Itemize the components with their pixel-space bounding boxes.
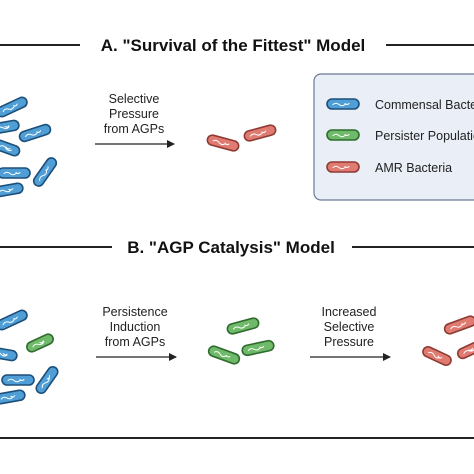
commensal-cluster-a [0, 96, 58, 198]
section-a-arrow-label-1: Selective [109, 92, 160, 106]
commensal-bacterium [0, 139, 21, 157]
commensal-bacterium [0, 96, 28, 118]
commensal-bacterium [0, 309, 28, 331]
amr-cluster-b [422, 315, 474, 367]
commensal-bacterium [1, 374, 35, 386]
commensal-bacterium [0, 119, 20, 135]
section-a-arrow-label-3: from AGPs [104, 122, 164, 136]
amr-bacterium [243, 124, 277, 142]
mixed-cluster-b [0, 309, 59, 405]
persister-bacterium [207, 345, 241, 365]
section-b-arrow2-label-3: Pressure [324, 335, 374, 349]
persister-bacterium [26, 333, 54, 353]
amr-bacterium [456, 340, 474, 360]
commensal-bacterium [0, 182, 24, 198]
section-a-arrow-label-2: Pressure [109, 107, 159, 121]
legend-icon-commensal [326, 98, 360, 110]
commensal-bacterium [0, 167, 31, 179]
amr-bacterium [443, 315, 474, 335]
section-b-title: B. "AGP Catalysis" Model [127, 238, 335, 257]
section-a-title: A. "Survival of the Fittest" Model [101, 36, 366, 55]
commensal-bacterium [32, 157, 58, 187]
legend-label-persister: Persister Population [375, 129, 474, 143]
commensal-bacterium [35, 366, 59, 394]
commensal-bacterium [0, 389, 26, 405]
section-b-arrow2-label-1: Increased [322, 305, 377, 319]
legend-label-commensal: Commensal Bacteria [375, 98, 474, 112]
persister-bacterium [241, 339, 275, 357]
legend-icon-amr [326, 161, 360, 173]
commensal-bacterium [0, 346, 18, 362]
amr-cluster-a [206, 124, 277, 152]
section-b-arrow1-label-2: Induction [110, 320, 161, 334]
section-b-arrow2-label-2: Selective [324, 320, 375, 334]
amr-bacterium [206, 134, 240, 152]
commensal-bacterium [18, 123, 52, 143]
legend-label-amr: AMR Bacteria [375, 161, 452, 175]
persister-bacterium [226, 317, 260, 335]
persister-cluster-b [207, 317, 275, 365]
amr-bacterium [422, 345, 452, 367]
legend: Commensal Bacteria Persister Population … [313, 73, 474, 201]
legend-icon-persister [326, 129, 360, 141]
section-b-arrow1-label-3: from AGPs [105, 335, 165, 349]
section-b-arrow1-label-1: Persistence [102, 305, 167, 319]
